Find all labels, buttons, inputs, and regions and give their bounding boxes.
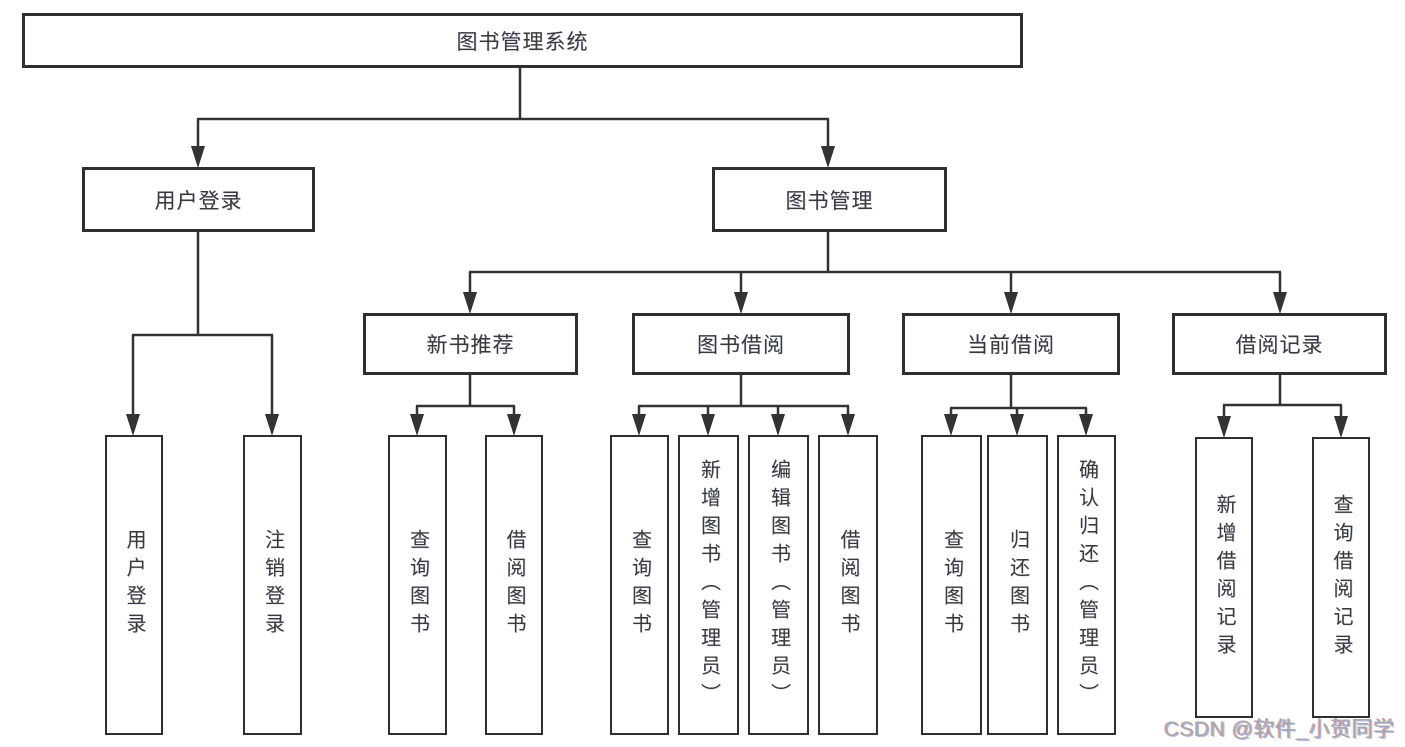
node-new-book-recommend: 新书推荐 xyxy=(363,313,578,375)
node-current-borrow: 当前借阅 xyxy=(902,313,1120,375)
leaf-query-books-3: 查询图书 xyxy=(921,435,982,735)
leaf-borrow-books-2: 借阅图书 xyxy=(818,435,878,735)
leaf-confirm-return-admin: 确认归还（管理员） xyxy=(1057,435,1116,735)
leaf-return-book: 归还图书 xyxy=(987,435,1048,735)
leaf-edit-book-admin: 编辑图书（管理员） xyxy=(748,435,809,735)
leaf-add-borrow-record: 新增借阅记录 xyxy=(1195,437,1253,718)
node-library-system: 图书管理系统 xyxy=(22,13,1023,68)
node-book-borrow: 图书借阅 xyxy=(632,313,850,375)
leaf-user-login: 用户登录 xyxy=(105,435,163,735)
leaf-query-books-1: 查询图书 xyxy=(388,435,447,735)
node-book-management: 图书管理 xyxy=(712,167,947,232)
leaf-logout: 注销登录 xyxy=(243,435,302,735)
leaf-add-book-admin: 新增图书（管理员） xyxy=(678,435,739,735)
node-borrow-records: 借阅记录 xyxy=(1172,313,1387,375)
arrowheads xyxy=(126,146,1348,438)
leaf-query-books-2: 查询图书 xyxy=(610,435,669,735)
watermark: CSDN @软件_小贺同学 xyxy=(1164,718,1395,741)
leaf-borrow-books-1: 借阅图书 xyxy=(485,435,543,735)
leaf-query-borrow-record: 查询借阅记录 xyxy=(1312,437,1370,718)
node-user-login: 用户登录 xyxy=(82,167,315,232)
